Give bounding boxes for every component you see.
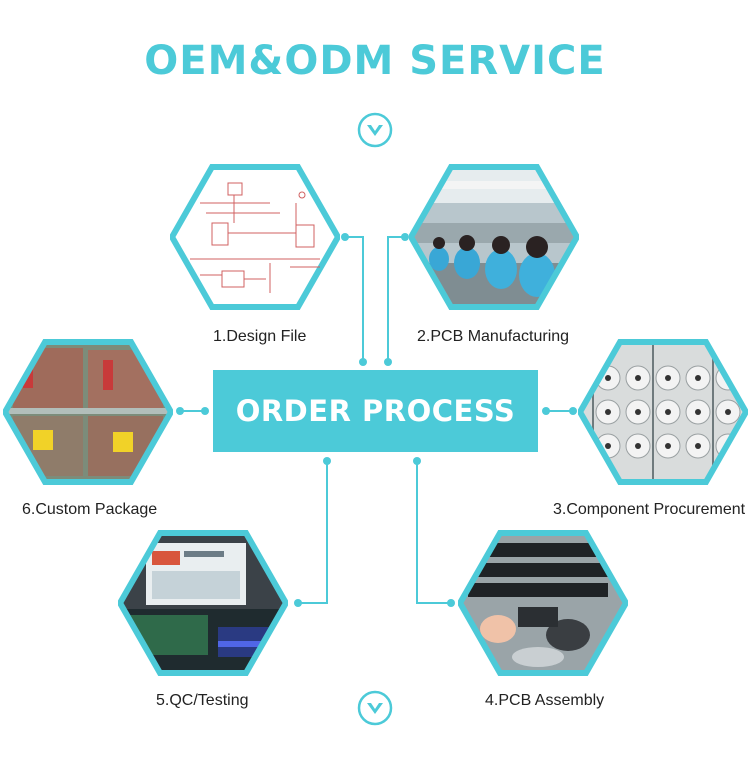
step-label-qc-testing: 5.QC/Testing [156, 692, 249, 709]
step-pcb-manufacturing [409, 163, 579, 311]
circuit-schematic-image [190, 182, 320, 293]
step-design-file [170, 163, 340, 311]
pcb-assembly-image [460, 533, 626, 673]
qc-testing-image [120, 533, 286, 673]
factory-workers-image [411, 167, 577, 307]
step-label-custom-package: 6.Custom Package [22, 501, 158, 518]
step-qc-testing [118, 529, 288, 677]
order-process-box: ORDER PROCESS [213, 370, 538, 452]
step-label-component-procurement: 3.Component Procurement [553, 501, 746, 518]
step-label-pcb-manufacturing: 2.PCB Manufacturing [417, 328, 570, 345]
packaged-boards-image [5, 342, 171, 482]
step-label-pcb-assembly: 4.PCB Assembly [485, 692, 605, 709]
chevron-down-icon-bottom [357, 690, 393, 726]
step-label-design-file: 1.Design File [213, 328, 307, 345]
page-title: OEM&ODM SERVICE [144, 38, 606, 84]
component-reels-image [580, 342, 746, 482]
step-pcb-assembly [458, 529, 628, 677]
step-custom-package [3, 338, 173, 486]
step-component-procurement [578, 338, 748, 486]
chevron-down-icon [357, 112, 393, 148]
